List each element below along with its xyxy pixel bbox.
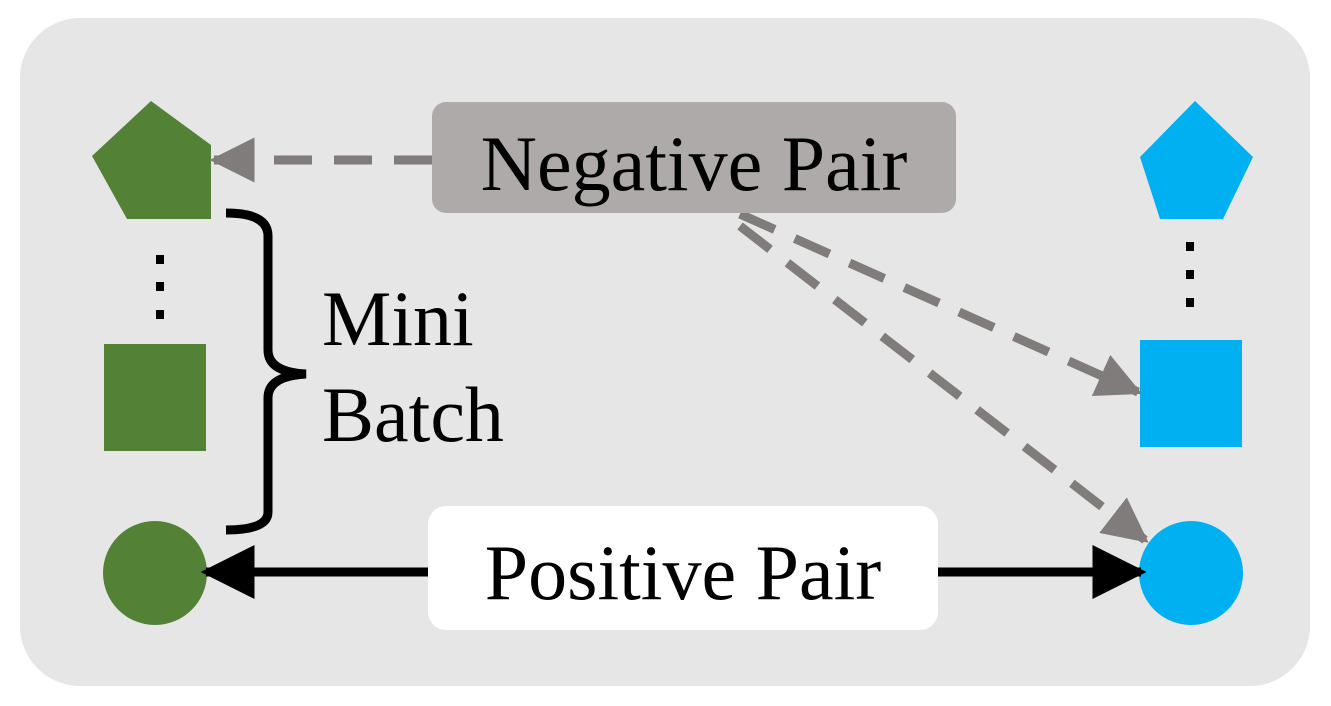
negative-pair-label: Negative Pair [481,120,908,207]
left-pentagon-icon [92,101,211,219]
negative-arrow-to-right-circle [737,222,1149,544]
mini-batch-label-line2: Batch [322,371,504,458]
negative-arrow-to-right-square [738,209,1143,397]
left-circle-icon [103,521,207,625]
left-square-icon [104,344,206,451]
positive-pair-label-box [428,506,938,630]
panel-background [20,18,1310,686]
right-ellipsis-icon [1186,242,1194,307]
positive-pair-label: Positive Pair [485,529,882,616]
negative-pair-label-box [432,102,956,213]
mini-batch-brace [225,208,307,535]
right-circle-icon [1139,521,1243,625]
left-ellipsis-icon [156,255,164,319]
right-square-icon [1140,340,1242,447]
right-pentagon-icon [1140,101,1253,219]
mini-batch-label-line1: Mini [322,275,474,362]
